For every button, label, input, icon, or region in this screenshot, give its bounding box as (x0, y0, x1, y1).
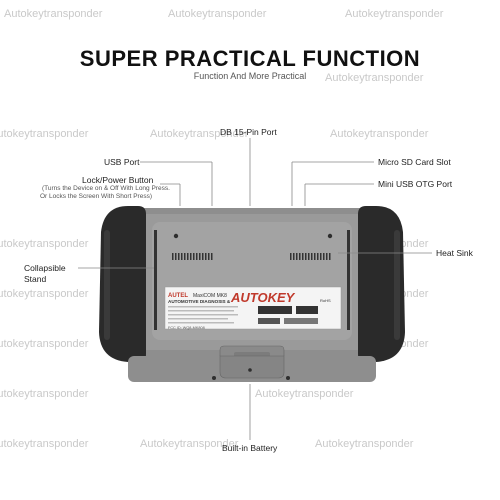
brand-text: AUTEL (168, 293, 188, 299)
label-micro-sd: Micro SD Card Slot (378, 157, 451, 167)
watermark: Autokeytransponder (315, 438, 414, 450)
fcc-text: FCC ID: WQ8-MK808 (168, 326, 205, 330)
watermark: Autokeytransponder (168, 8, 267, 20)
watermark: Autokeytransponder (255, 388, 354, 400)
page-title: SUPER PRACTICAL FUNCTION (79, 46, 421, 71)
label-heat-sink: Heat Sink (436, 248, 473, 258)
watermark: Autokeytransponder (325, 72, 424, 84)
label-lock-power-desc: Or Locks the Screen With Short Press) (40, 193, 152, 200)
watermark: Autokeytransponder (0, 128, 89, 140)
label-usb-port: USB Port (104, 157, 140, 167)
page-subtitle: Function And More Practical (193, 71, 307, 81)
watermark: Autokeytransponder (330, 128, 429, 140)
rohs-text: RoHS (320, 298, 331, 303)
watermark: Autokeytransponder (0, 238, 89, 250)
label-db-port: DB 15-Pin Port (220, 127, 277, 137)
right-bumper (358, 206, 405, 362)
label-collapsible-stand: Stand (24, 274, 47, 284)
watermark: Autokeytransponder (0, 388, 89, 400)
label-mini-usb: Mini USB OTG Port (378, 179, 453, 189)
label-lock-power-desc: (Turns the Device on & Off With Long Pre… (42, 185, 170, 192)
label-lock-power: Lock/Power Button (82, 175, 154, 185)
stand-rail-left (154, 230, 157, 330)
sticker-line1: AUTOMOTIVE DIAGNOSIS & (168, 299, 231, 304)
watermark: Autokeytransponder (150, 128, 249, 140)
heat-sink-vents (172, 253, 331, 260)
watermark: Autokeytransponder (4, 8, 103, 20)
label-collapsible-stand: Collapsible (24, 263, 66, 273)
watermark: Autokeytransponder (140, 438, 239, 450)
watermark: Autokeytransponder (0, 438, 89, 450)
watermark: Autokeytransponder (345, 8, 444, 20)
label-battery: Built-in Battery (222, 443, 278, 453)
watermark: Autokeytransponder (0, 288, 89, 300)
stand-rail-right (347, 230, 350, 330)
left-bumper (99, 206, 146, 362)
autokey-logo: AUTOKEY (230, 290, 296, 305)
sticker-text-lines (168, 306, 318, 324)
model-text: MaxiCOM MK8 (193, 293, 227, 299)
watermark: Autokeytransponder (0, 338, 89, 350)
